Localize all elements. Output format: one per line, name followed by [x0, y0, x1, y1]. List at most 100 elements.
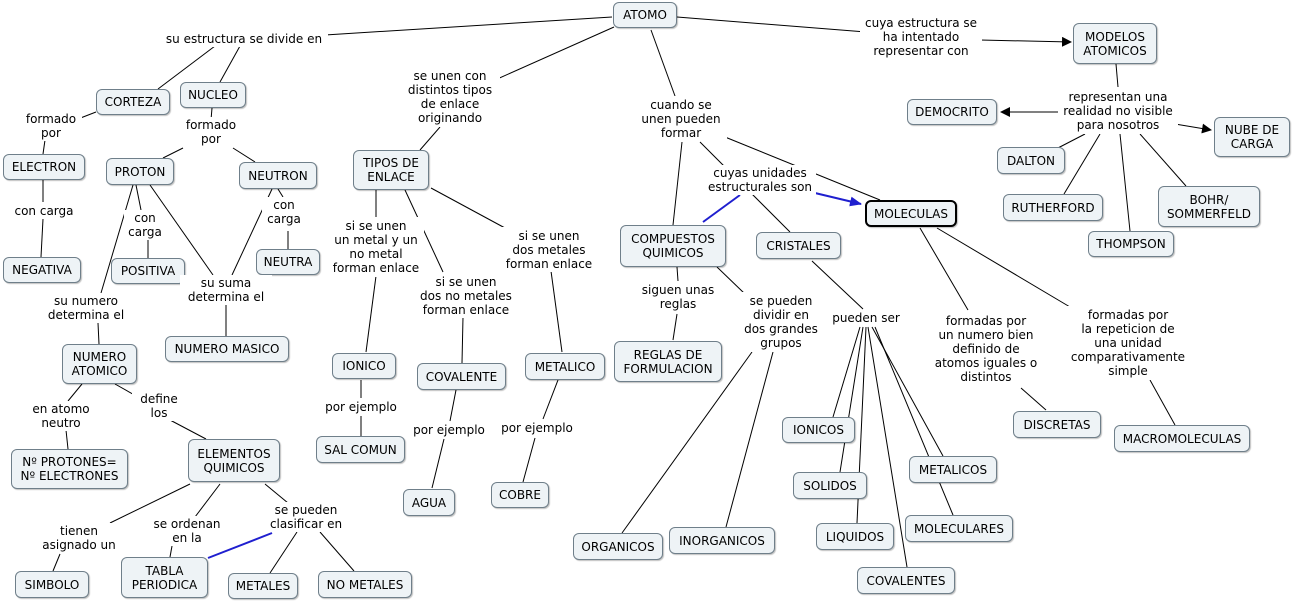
- node-electron[interactable]: ELECTRON: [3, 154, 85, 180]
- line-neutro-protones: [65, 429, 69, 450]
- node-organicos[interactable]: ORGANICOS: [573, 533, 663, 560]
- node-moleculas[interactable]: MOLECULAS: [865, 200, 957, 227]
- line-compuestos-siguen: [676, 266, 679, 282]
- line-modelos-representan: [1115, 63, 1119, 88]
- node-metalico[interactable]: METALICO: [525, 353, 605, 380]
- line-pueden-ionicos: [832, 326, 861, 418]
- node-ionicos[interactable]: IONICOS: [782, 417, 855, 443]
- line-formar-compuestos: [672, 141, 683, 226]
- line-ejemplo-cobre: [522, 437, 536, 483]
- node-positiva[interactable]: POSITIVA: [111, 258, 185, 284]
- node-negativa[interactable]: NEGATIVA: [3, 257, 81, 283]
- node-nucleo[interactable]: NUCLEO: [180, 82, 246, 108]
- line-representar-modelos: [979, 36, 1072, 47]
- node-numero-atomico[interactable]: NUMERO ATOMICO: [62, 344, 137, 384]
- line-atomo-estructura: [324, 16, 613, 36]
- node-liquidos[interactable]: LIQUIDOS: [816, 523, 894, 550]
- label-con-carga-proton: con carga: [124, 210, 166, 240]
- label-se-pueden-clasificar: se pueden clasificar en: [262, 502, 350, 532]
- node-cristales[interactable]: CRISTALES: [756, 232, 841, 259]
- line-compuestos-dividir: [716, 266, 746, 295]
- line-representan-dalton: [1055, 133, 1086, 150]
- label-por-ejemplo-ionico: por ejemplo: [320, 399, 402, 415]
- line-metalico-ejemplo: [542, 379, 559, 420]
- line-highlight-compuestos-unidades: [702, 194, 741, 223]
- label-por-ejemplo-covalente: por ejemplo: [408, 422, 490, 438]
- node-macromoleculas[interactable]: MACROMOLECULAS: [1114, 425, 1250, 452]
- label-con-carga-neutron: con carga: [262, 197, 306, 227]
- line-numero-atomico: [97, 322, 100, 345]
- node-neutra[interactable]: NEUTRA: [256, 249, 320, 275]
- line-tipos-nometales: [404, 189, 444, 273]
- line-dividir-organicos: [621, 351, 753, 534]
- node-covalentes[interactable]: COVALENTES: [857, 567, 955, 594]
- line-highlight-unidades-moleculas: [814, 192, 862, 207]
- node-modelos-atomicos[interactable]: MODELOS ATOMICOS: [1073, 23, 1157, 64]
- node-moleculares[interactable]: MOLECULARES: [905, 515, 1013, 542]
- node-no-metales[interactable]: NO METALES: [318, 571, 412, 598]
- label-se-pueden-dividir: se pueden dividir en dos grandes grupos: [738, 292, 824, 352]
- line-dividir-inorganicos: [725, 351, 774, 528]
- line-clasificar-nometales: [319, 531, 355, 572]
- label-estructura-representar: cuya estructura se ha intentado represen…: [860, 14, 982, 59]
- line-ejemplo-agua: [431, 438, 445, 489]
- line-representan-rutherford: [1063, 133, 1101, 195]
- label-unen-formar: cuando se unen pueden formar: [635, 96, 727, 141]
- node-elementos-quimicos[interactable]: ELEMENTOS QUIMICOS: [188, 439, 280, 482]
- line-nometales-covalente: [461, 316, 464, 364]
- node-tabla-periodica[interactable]: TABLA PERIODICA: [121, 557, 208, 598]
- node-metalicos[interactable]: METALICOS: [909, 456, 997, 483]
- node-thompson[interactable]: THOMPSON: [1088, 231, 1174, 257]
- node-dalton[interactable]: DALTON: [997, 147, 1065, 174]
- node-agua[interactable]: AGUA: [403, 489, 455, 516]
- node-proton[interactable]: PROTON: [106, 158, 174, 185]
- node-bohr-sommerfeld[interactable]: BOHR/ SOMMERFELD: [1158, 186, 1260, 227]
- node-nube-carga[interactable]: NUBE DE CARGA: [1214, 117, 1290, 157]
- node-protones-electrones[interactable]: Nº PROTONES= Nº ELECTRONES: [11, 449, 128, 489]
- label-unidades-estructurales: cuyas unidades estructurales son: [704, 165, 816, 195]
- node-ionico[interactable]: IONICO: [332, 353, 396, 379]
- line-cristales-pueden: [811, 260, 864, 310]
- line-representan-bohr: [1139, 133, 1187, 187]
- node-solidos[interactable]: SOLIDOS: [793, 472, 867, 499]
- node-democrito[interactable]: DEMOCRITO: [907, 99, 997, 125]
- line-atomo-representar: [676, 16, 867, 33]
- line-moleculas-bien: [919, 227, 969, 311]
- line-elementos-tienen: [109, 483, 191, 524]
- node-numero-masico[interactable]: NUMERO MASICO: [165, 336, 289, 362]
- label-dos-metales: si se unen dos metales forman enlace: [500, 227, 598, 272]
- node-cobre[interactable]: COBRE: [491, 482, 549, 508]
- node-corteza[interactable]: CORTEZA: [96, 89, 170, 115]
- label-dos-no-metales: si se unen dos no metales forman enlace: [414, 273, 518, 318]
- line-elementos-ordenan: [194, 483, 221, 518]
- node-compuestos-quimicos[interactable]: COMPUESTOS QUIMICOS: [620, 225, 726, 267]
- node-metales[interactable]: METALES: [228, 573, 298, 599]
- line-formado-electron: [42, 139, 46, 155]
- line-define-elementos: [169, 419, 207, 440]
- label-en-atomo-neutro: en atomo neutro: [26, 401, 96, 431]
- node-atomo[interactable]: ATOMO: [613, 2, 677, 28]
- node-tipos-enlace[interactable]: TIPOS DE ENLACE: [353, 150, 429, 190]
- line-bien-discretas: [1020, 387, 1047, 411]
- node-covalente[interactable]: COVALENTE: [417, 363, 506, 390]
- label-formadas-numero-definido: formadas por un numero bien definido de …: [930, 311, 1042, 387]
- line-atomo-unen-tipos: [494, 26, 615, 81]
- line-carga-negativa: [40, 218, 44, 258]
- label-formadas-repeticion: formadas por la repeticion de una unidad…: [1066, 306, 1190, 380]
- line-elementos-clasificar: [264, 483, 289, 504]
- node-sal-comun[interactable]: SAL COMUN: [316, 436, 405, 463]
- node-discretas[interactable]: DISCRETAS: [1013, 411, 1101, 438]
- line-pueden-covalentes: [867, 326, 908, 568]
- label-pueden-ser: pueden ser: [828, 310, 904, 326]
- node-inorganicos[interactable]: INORGANICOS: [669, 527, 775, 554]
- node-rutherford[interactable]: RUTHERFORD: [1003, 194, 1103, 221]
- node-neutron[interactable]: NEUTRON: [239, 162, 317, 189]
- node-reglas-formulacion[interactable]: REGLAS DE FORMULACION: [614, 341, 722, 382]
- line-metales-metalico: [550, 270, 563, 353]
- label-tienen-asignado: tienen asignado un: [36, 523, 122, 553]
- label-con-carga-electron: con carga: [8, 203, 80, 219]
- node-simbolo[interactable]: SIMBOLO: [15, 571, 89, 598]
- line-siguen-reglas: [672, 313, 678, 341]
